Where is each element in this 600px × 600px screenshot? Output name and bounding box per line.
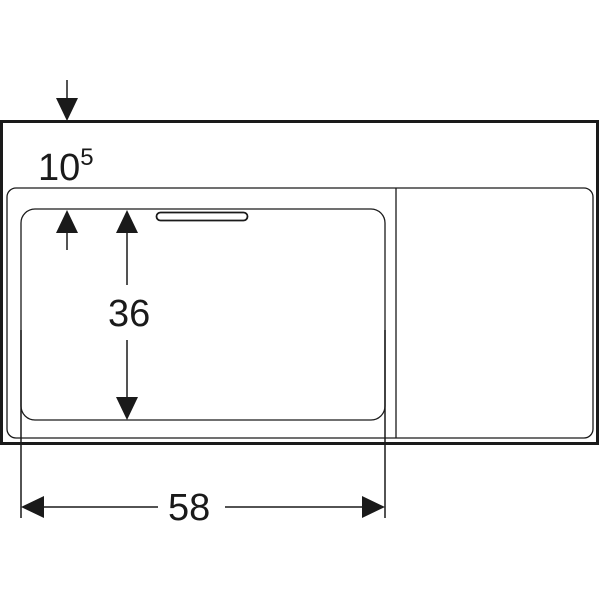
top-offset-superscript: 5: [80, 144, 93, 171]
width-arrowhead-right-icon: [362, 496, 385, 518]
depth-arrowhead-top-icon: [116, 210, 138, 233]
top-arrowhead-icon: [56, 98, 78, 121]
counter-top-outline: [6, 187, 594, 439]
width-arrowhead-left-icon: [21, 496, 44, 518]
small-arrowhead-icon: [56, 210, 78, 233]
depth-arrowhead-bottom-icon: [116, 397, 138, 420]
basin-depth-label: 36: [108, 293, 150, 335]
basin-width-label: 58: [168, 487, 210, 529]
top-offset-label: 105: [38, 144, 94, 189]
outer-edge: [0, 120, 599, 445]
basin-outline: [20, 208, 386, 421]
overflow-slot: [155, 211, 249, 222]
